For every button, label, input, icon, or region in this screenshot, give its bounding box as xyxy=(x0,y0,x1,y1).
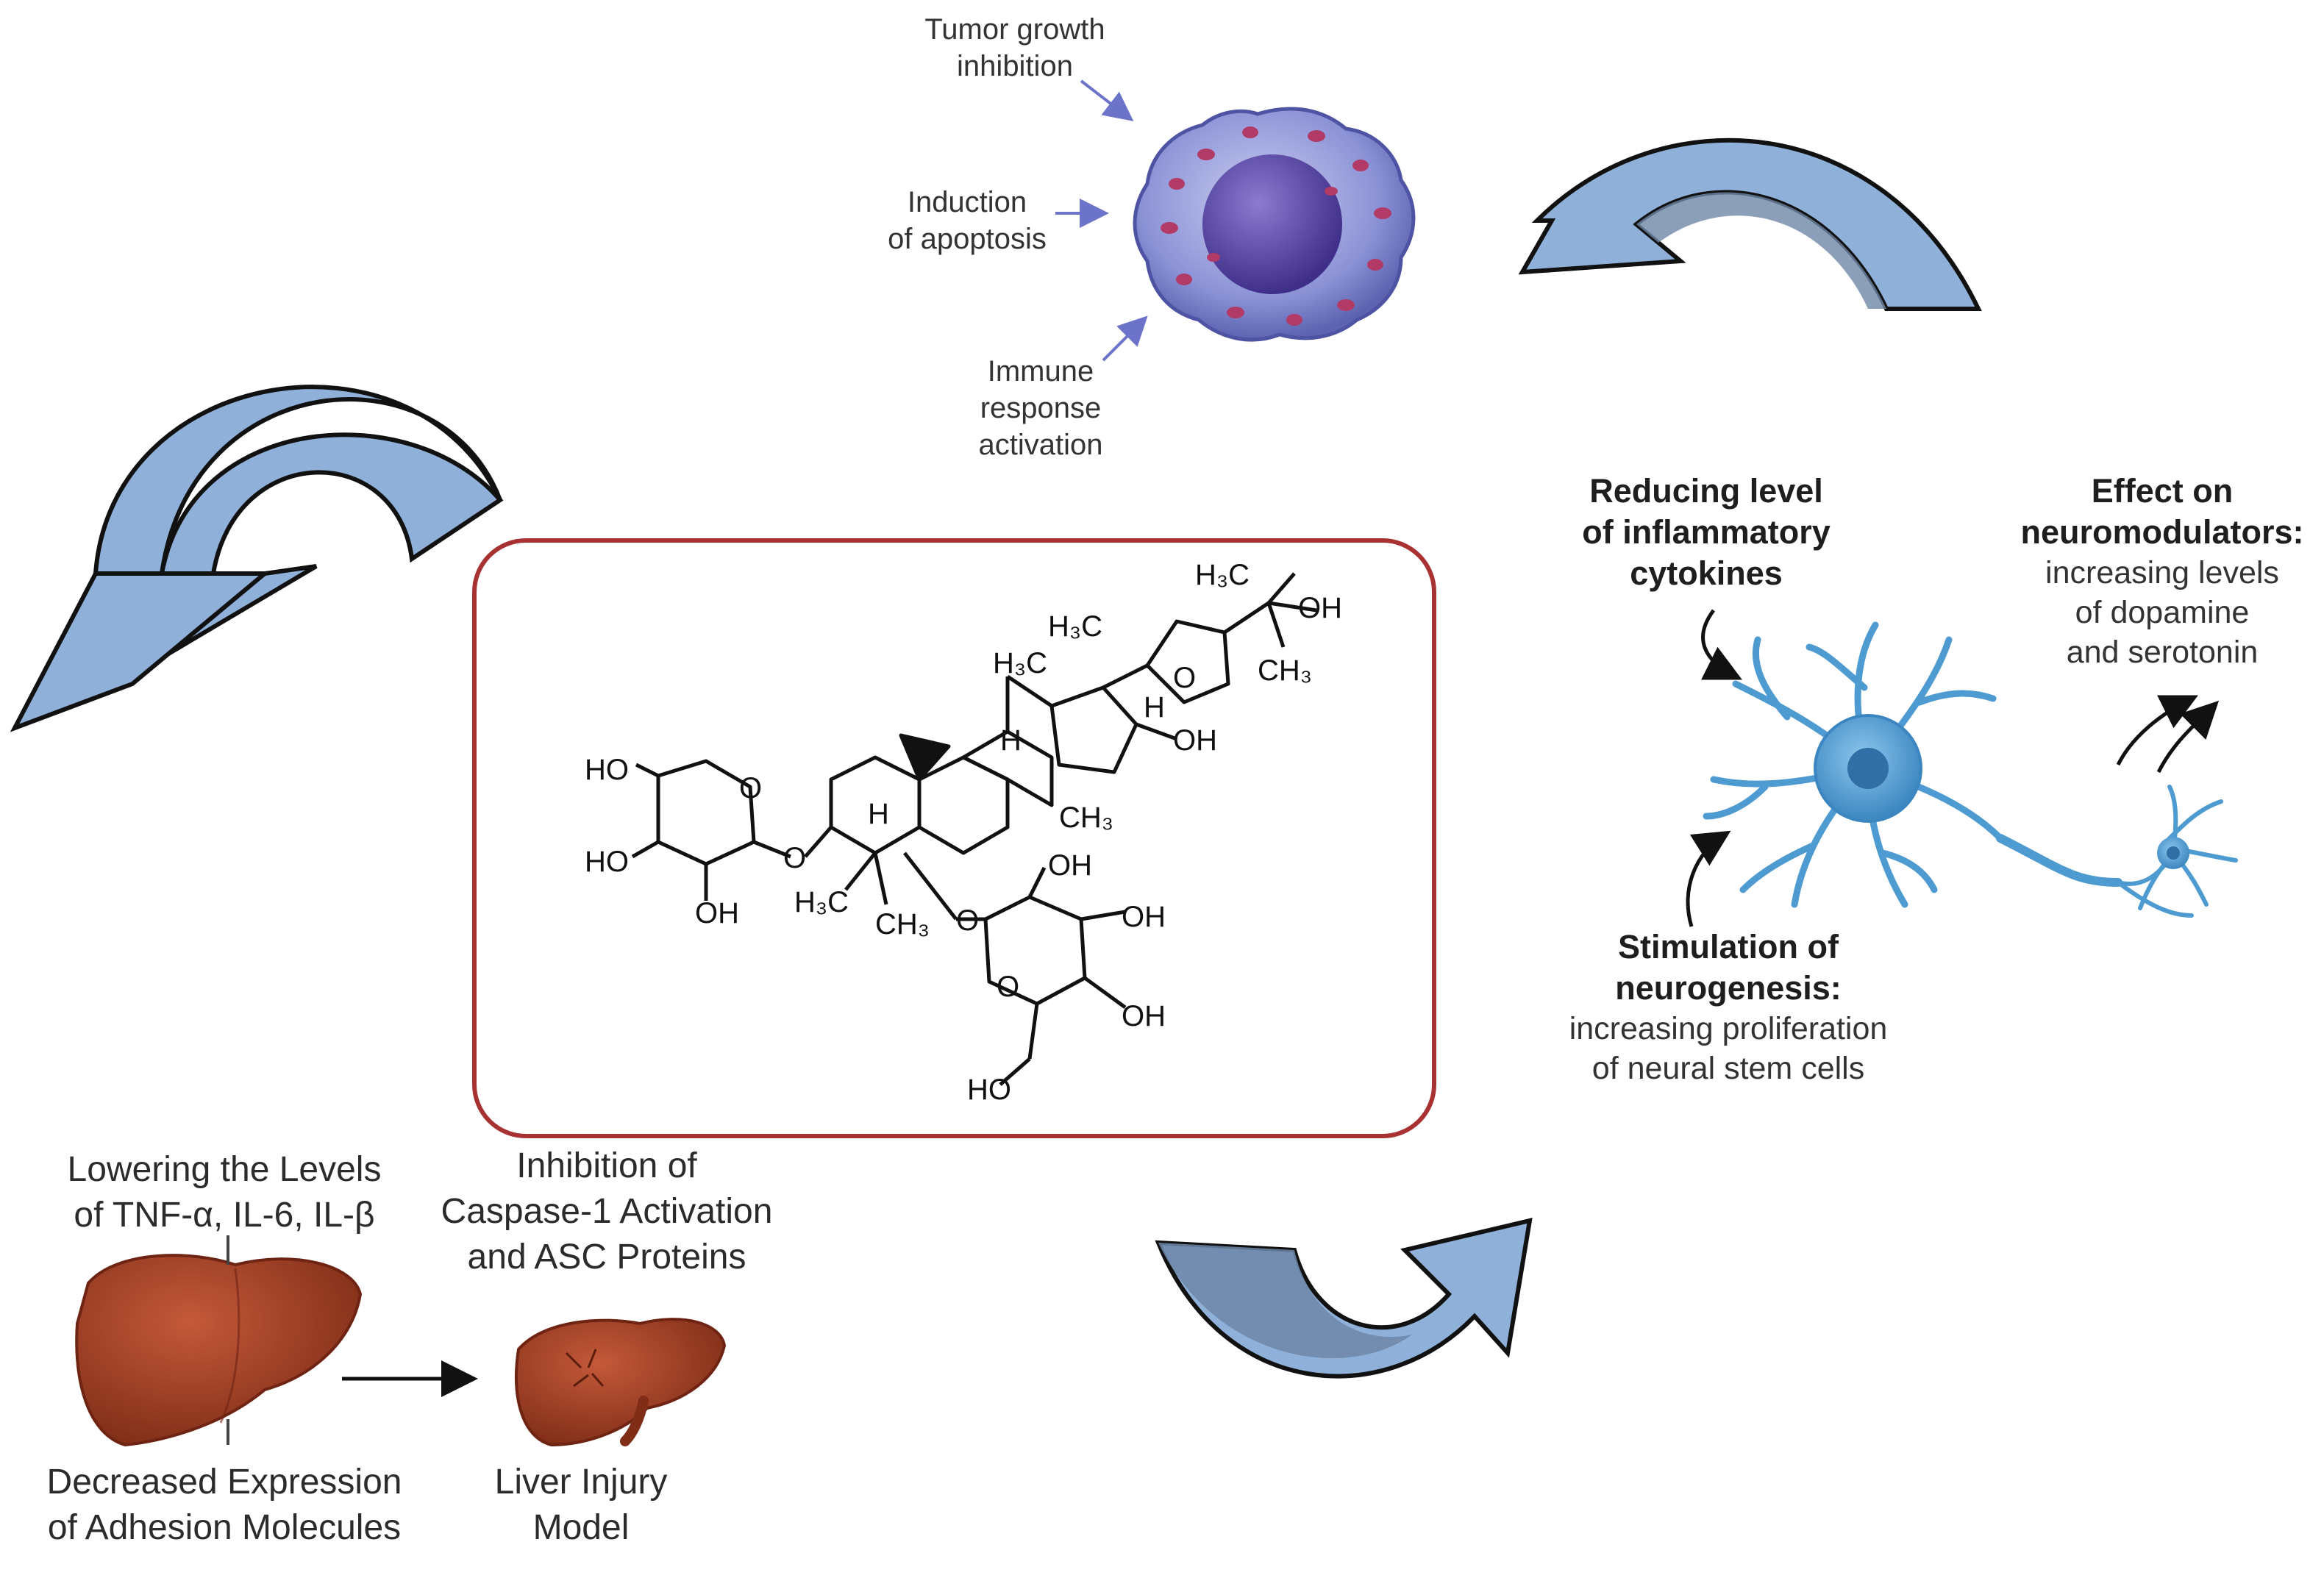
atom-label: OH xyxy=(1122,901,1166,933)
neuromod-pointer-arrow-2 xyxy=(2156,700,2220,774)
atom-label: H₃C xyxy=(794,886,849,918)
immune-pointer-arrow xyxy=(1102,315,1148,362)
liver-large xyxy=(75,1254,363,1447)
atom-label: OH xyxy=(1173,724,1217,757)
atom-label: CH₃ xyxy=(1258,654,1312,687)
atom-label: H xyxy=(868,798,889,830)
tumor-growth-label: Tumor growth inhibition xyxy=(924,13,1105,82)
tumor-cell-illustration xyxy=(1133,107,1416,342)
apoptosis-label: Induction of apoptosis xyxy=(888,186,1047,255)
caspase-inhibition-label: Inhibition of Caspase-1 Activation and A… xyxy=(441,1146,773,1277)
atom-label: OH xyxy=(1048,849,1092,882)
atom-label: O xyxy=(783,842,806,874)
molecule-structure xyxy=(631,572,1317,1086)
atom-label: HO xyxy=(967,1074,1011,1106)
cytokines-label: Reducing level of inflammatory cytokines xyxy=(1582,472,1831,592)
curved-arrow-bottom xyxy=(1155,1218,1533,1379)
neurogenesis-pointer-arrow xyxy=(1686,830,1731,927)
neurogenesis-label: Stimulation of neurogenesis: increasing … xyxy=(1569,928,1888,1086)
cytokine-lowering-label: Lowering the Levels of TNF-α, IL-6, IL-β xyxy=(67,1150,382,1235)
atom-label: OH xyxy=(695,897,739,929)
liver-injured xyxy=(515,1318,727,1447)
liver-injury-model-label: Liver Injury Model xyxy=(494,1463,668,1547)
atom-label: H xyxy=(1000,724,1022,757)
atom-label: H₃C xyxy=(1195,559,1250,591)
atom-label: H₃C xyxy=(1048,610,1102,643)
cytokines-pointer-arrow xyxy=(1701,609,1742,680)
curved-arrow-top-right xyxy=(1518,138,1982,311)
tumor-pointer-arrow xyxy=(1080,79,1134,121)
atom-label: CH₃ xyxy=(1059,802,1113,834)
atom-label: CH₃ xyxy=(875,908,930,940)
atom-label: O xyxy=(739,772,762,804)
immune-activation-label: Immune response activation xyxy=(978,355,1103,461)
atom-label: O xyxy=(956,904,979,937)
adhesion-molecules-label: Decreased Expression of Adhesion Molecul… xyxy=(46,1463,402,1547)
curved-arrow-top-left xyxy=(10,385,504,732)
atom-label: O xyxy=(997,971,1019,1003)
atom-label: O xyxy=(1173,662,1196,694)
atom-label: HO xyxy=(585,754,629,786)
neuromodulators-label: Effect on neuromodulators: increasing le… xyxy=(2020,472,2304,670)
neuromod-pointer-arrow-1 xyxy=(2116,695,2198,766)
atom-label: OH xyxy=(1122,1000,1166,1032)
atom-label: OH xyxy=(1298,592,1342,624)
neuron-nucleus xyxy=(1847,748,1889,789)
atom-label: HO xyxy=(585,846,629,878)
atom-label: H₃C xyxy=(993,647,1047,679)
atom-label: H xyxy=(1144,691,1165,724)
molecule-frame xyxy=(472,538,1436,1138)
